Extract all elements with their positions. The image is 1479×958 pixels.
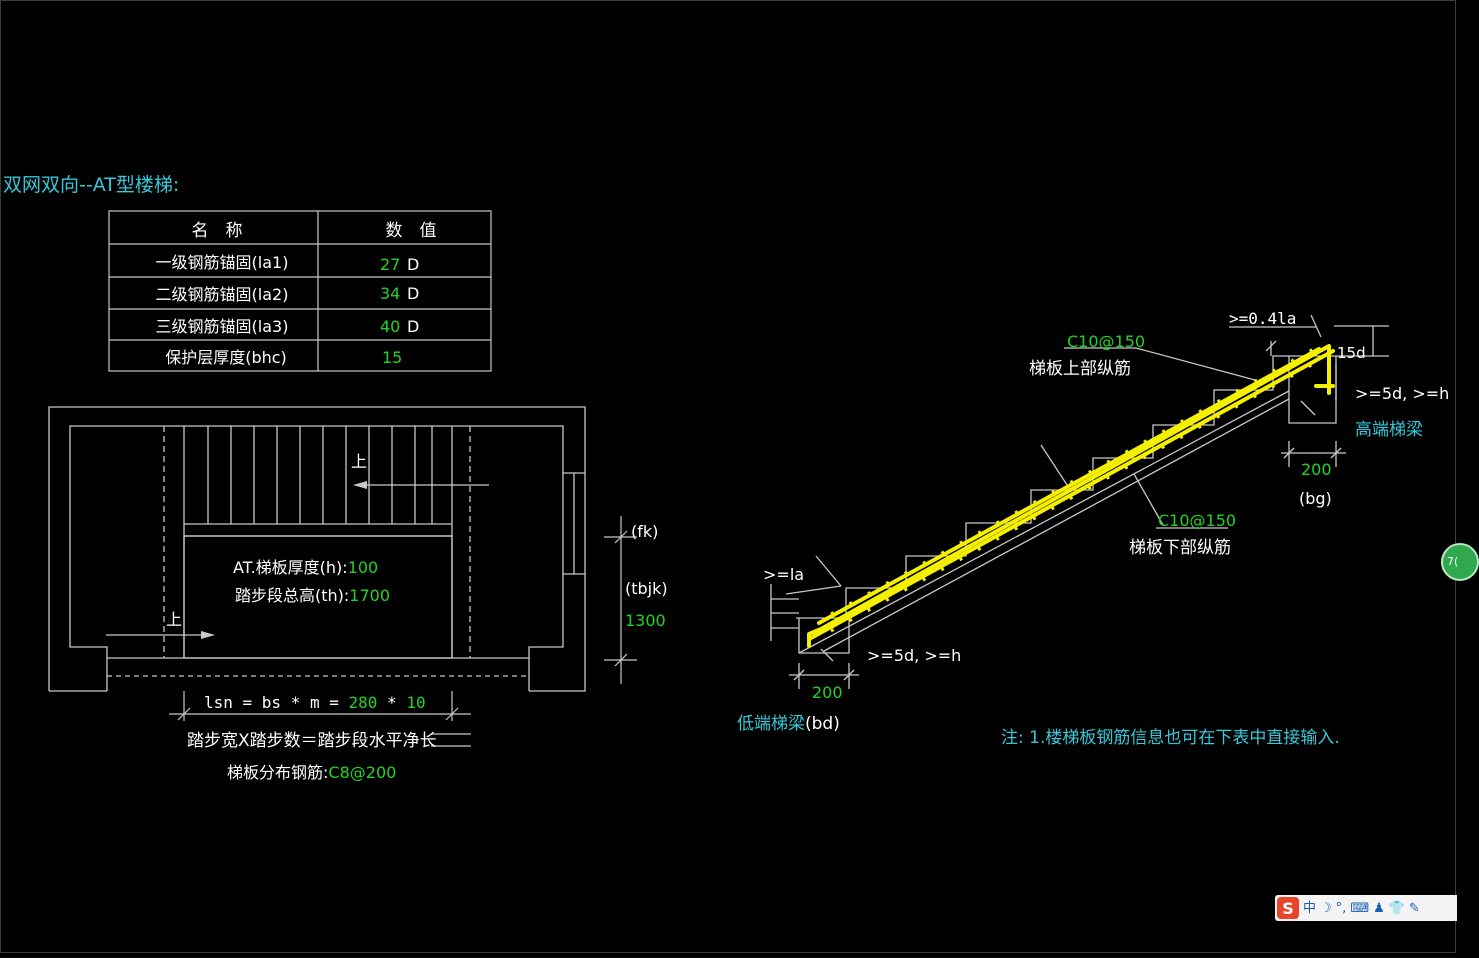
lsn-formula: lsn = bs * m = 280 * 10: [204, 693, 426, 712]
up-label: 上: [166, 610, 182, 629]
table-row-name: 二级钢筋锚固(la2): [156, 285, 289, 304]
total-height-label: 踏步段总高(th):1700: [235, 586, 390, 605]
rebar-main: [807, 344, 1335, 648]
bottom-bar-spec[interactable]: C10@150: [1158, 511, 1236, 530]
high-end-dim-label: >=5d, >=h: [1355, 384, 1449, 403]
plan-length-dimension: [169, 691, 471, 747]
bottom-bar-label: 梯板下部纵筋: [1129, 538, 1231, 558]
tbjk-value[interactable]: 1300: [625, 611, 666, 630]
floating-assistant-ball[interactable]: 7(: [1441, 543, 1479, 581]
up-arrow-head-icon: [201, 631, 215, 639]
up-label: 上: [351, 452, 367, 471]
table-row-name: 一级钢筋锚固(la1): [156, 253, 289, 272]
tread-count-value[interactable]: 10: [406, 693, 425, 712]
slab-thickness-label: AT.梯板厚度(h):100: [233, 558, 378, 577]
top-anchor-label: >=0.4la: [1229, 309, 1296, 328]
ime-skin-icon[interactable]: 👕: [1388, 900, 1405, 916]
table-row-name: 保护层厚度(bhc): [165, 348, 287, 367]
ime-keyboard-icon[interactable]: ⌨: [1350, 900, 1370, 916]
note-text: 注: 1.楼梯板钢筋信息也可在下表中直接输入.: [1001, 728, 1340, 748]
stair-plan: [48, 406, 586, 692]
low-anchor-label: >=la: [763, 565, 804, 584]
ime-moon-icon[interactable]: ☽: [1320, 900, 1332, 916]
total-height-value[interactable]: 1700: [349, 586, 390, 605]
stair-drawing: 双网双向--AT型楼梯: 名 称 数 值 一级钢筋锚固(la1) 27 D 二级…: [3, 174, 1449, 782]
low-beam-label: 低端梯梁(bd): [737, 714, 840, 734]
high-beam-label: 高端梯梁: [1355, 420, 1423, 440]
rebar-distribution: [830, 344, 1327, 633]
fk-label: (fk): [631, 522, 658, 541]
slab-thickness-value[interactable]: 100: [348, 558, 379, 577]
top-hook-label: 15d: [1337, 344, 1366, 362]
ime-punctuation-icon[interactable]: °,: [1335, 900, 1347, 916]
distribution-rebar-value[interactable]: C8@200: [328, 763, 396, 782]
table-header-value: 数 值: [386, 221, 437, 241]
table-header-name: 名 称: [192, 221, 243, 241]
table-row-unit: D: [407, 284, 419, 303]
top-bar-label: 梯板上部纵筋: [1029, 359, 1131, 379]
tread-width-value[interactable]: 280: [349, 693, 378, 712]
formula-caption: 踏步宽X踏步数＝踏步段水平净长: [187, 731, 437, 751]
table-row-value[interactable]: 34: [380, 284, 400, 303]
ime-user-icon[interactable]: ♟: [1373, 900, 1385, 916]
table-row-value[interactable]: 27: [380, 255, 400, 274]
table-row-value[interactable]: 40: [380, 317, 400, 336]
low-end-dim-label: >=5d, >=h: [867, 646, 961, 665]
up-arrow-head-icon: [353, 481, 367, 489]
table-row-name: 三级钢筋锚固(la3): [156, 317, 289, 336]
parameter-table: [108, 210, 492, 372]
page-title: 双网双向--AT型楼梯:: [3, 174, 179, 196]
distribution-rebar: 梯板分布钢筋:C8@200: [227, 763, 396, 782]
ime-toolbar[interactable]: S 中 ☽ °, ⌨ ♟ 👕 ✎: [1275, 895, 1457, 921]
tbjk-label: (tbjk): [625, 579, 668, 598]
high-beam-code: (bg): [1299, 489, 1332, 508]
low-beam-width[interactable]: 200: [812, 683, 843, 702]
ime-tools-icon[interactable]: ✎: [1408, 900, 1420, 916]
high-beam-width[interactable]: 200: [1301, 460, 1332, 479]
table-row-value[interactable]: 15: [382, 348, 402, 367]
ime-language-toggle[interactable]: 中: [1303, 900, 1317, 916]
plan-width-dimension: [604, 516, 637, 684]
top-bar-spec[interactable]: C10@150: [1067, 332, 1145, 351]
table-row-unit: D: [407, 317, 419, 336]
sogou-logo-icon[interactable]: S: [1277, 897, 1299, 919]
table-row-unit: D: [407, 255, 419, 274]
